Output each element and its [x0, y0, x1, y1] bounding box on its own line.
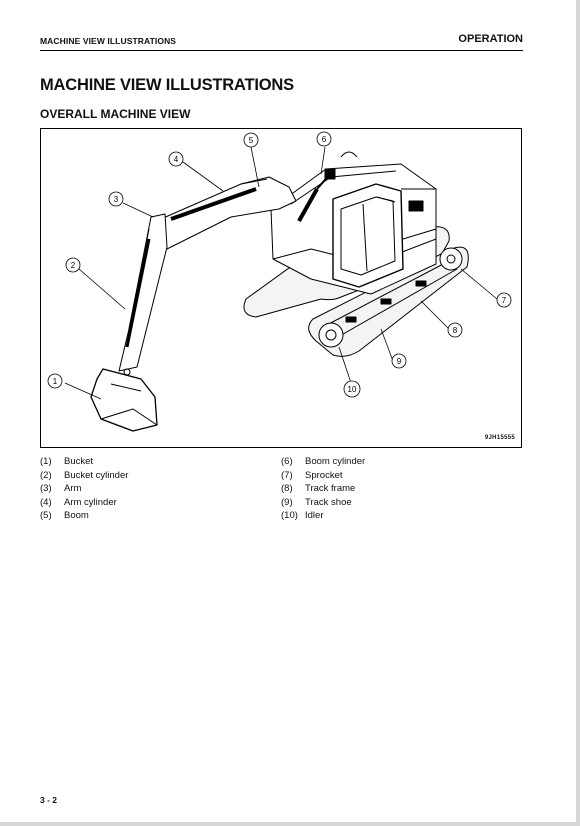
legend-number: (7) — [281, 469, 293, 481]
page-title: MACHINE VIEW ILLUSTRATIONS — [40, 76, 294, 94]
legend-item: (5) Boom — [40, 510, 128, 524]
legend-number: (9) — [281, 496, 293, 508]
callout-9: 9 — [391, 353, 407, 369]
bucket-cylinder — [125, 238, 151, 348]
sprocket-wheel — [439, 247, 463, 271]
parts-legend-left: (1) Bucket (2) Bucket cylinder (3) Arm (4) A… — [40, 456, 128, 524]
callout-1: 1 — [47, 373, 63, 389]
legend-item: (10) Idler — [281, 510, 365, 524]
page-edge — [0, 822, 580, 826]
running-header-right: OPERATION — [458, 33, 523, 45]
legend-label: Bucket — [64, 456, 94, 467]
callout-4: 4 — [168, 151, 184, 167]
excavator-illustration: 1 2 3 4 5 6 7 — [40, 128, 522, 448]
legend-label: Track shoe — [305, 496, 352, 508]
excavator-drawing: 1 2 3 4 5 6 7 — [47, 131, 512, 432]
callout-2-label: 2 — [71, 261, 76, 270]
legend-label: Boom cylinder — [305, 456, 366, 467]
section-subtitle: OVERALL MACHINE VIEW — [40, 107, 191, 121]
callout-10-label: 10 — [348, 385, 357, 394]
bucket — [90, 368, 158, 432]
legend-number: (1) — [40, 456, 52, 467]
callout-3-label: 3 — [114, 195, 119, 204]
callout-8-label: 8 — [453, 326, 458, 335]
callout-5: 5 — [243, 132, 259, 148]
running-header-left: MACHINE VIEW ILLUSTRATIONS — [40, 36, 177, 46]
boom — [148, 176, 297, 250]
callout-2: 2 — [65, 257, 81, 273]
callout-9-label: 9 — [397, 357, 402, 366]
legend-label: Track frame — [305, 483, 356, 494]
legend-number: (2) — [40, 469, 52, 481]
callout-3: 3 — [108, 191, 124, 207]
cab — [332, 183, 404, 288]
header-rule — [40, 50, 523, 51]
legend-item: (4) Arm cylinder — [40, 497, 128, 511]
legend-item: (2) Bucket cylinder — [40, 470, 128, 484]
idler-wheel — [318, 322, 344, 348]
callout-1-label: 1 — [53, 377, 58, 386]
parts-legend-right: (6) Boom cylinder (7) Sprocket (8) Track fr… — [281, 456, 365, 524]
legend-label: Arm — [64, 483, 82, 494]
legend-item: (8) Track frame — [281, 483, 365, 497]
legend-number: (3) — [40, 483, 52, 494]
callout-7-label: 7 — [502, 296, 507, 305]
legend-number: (8) — [281, 483, 293, 494]
legend-item: (6) Boom cylinder — [281, 456, 365, 470]
callout-7: 7 — [496, 292, 512, 308]
boom-cylinder — [297, 188, 319, 222]
legend-number: (5) — [40, 510, 52, 521]
figure-code: 9JH15555 — [484, 435, 515, 441]
arm — [118, 213, 168, 372]
callout-4-label: 4 — [174, 155, 179, 164]
arm-cylinder — [170, 187, 257, 221]
legend-item: (3) Arm — [40, 483, 128, 497]
legend-number: (4) — [40, 496, 52, 508]
legend-label: Arm cylinder — [64, 496, 117, 508]
legend-label: Sprocket — [305, 469, 343, 481]
legend-item: (1) Bucket — [40, 456, 128, 470]
legend-label: Idler — [305, 510, 324, 521]
legend-item: (9) Track shoe — [281, 497, 365, 511]
legend-label: Bucket cylinder — [64, 469, 129, 481]
callout-6-label: 6 — [322, 135, 327, 144]
page-number: 3 - 2 — [40, 795, 58, 805]
callout-10: 10 — [343, 380, 361, 398]
legend-number: (10) — [281, 510, 298, 521]
legend-number: (6) — [281, 456, 293, 467]
callout-8: 8 — [447, 322, 463, 338]
page-edge — [576, 0, 580, 826]
callout-5-label: 5 — [249, 136, 254, 145]
legend-label: Boom — [64, 510, 89, 521]
callout-6: 6 — [316, 131, 332, 147]
legend-item: (7) Sprocket — [281, 470, 365, 484]
